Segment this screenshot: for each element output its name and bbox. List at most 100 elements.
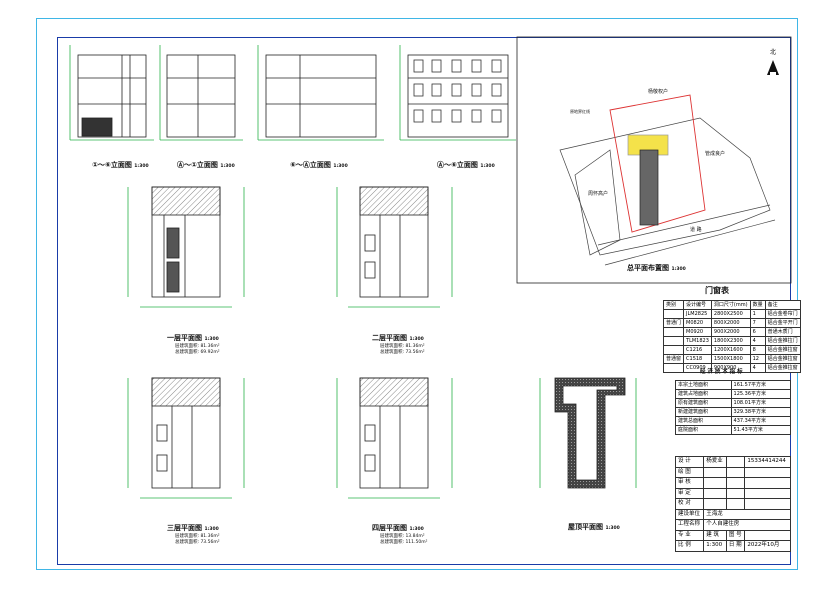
title-block-row: 设 计杨爱业 15334414244 (674, 456, 791, 468)
title-block-cell: 绘 图 (674, 466, 705, 478)
table-header-row: 类别设计编号洞口尺寸(mm)数量备注 (662, 300, 801, 310)
table-cell: 铝合金推拉窗 (764, 354, 801, 364)
table-cell: 建筑占地面积 (675, 389, 732, 399)
neighbor-label: 杨敬权户 (648, 89, 669, 95)
title-block-cell: 审 定 (674, 487, 705, 499)
title-block-row: 审 核 (674, 477, 791, 489)
plan-note: 层建筑面积: 13.84m² (380, 534, 425, 539)
title-block-cell (744, 487, 791, 499)
elevation-caption: Ⓐ～①立面图 1:300 (177, 161, 235, 169)
title-block-cell: 15334414244 (744, 456, 791, 468)
road-label: 道 路 (690, 227, 702, 233)
title-block-cell: 审 核 (674, 477, 705, 489)
table-cell: 7 (749, 318, 766, 328)
title-block-label: 建设单位 (674, 508, 705, 520)
table-cell: 161.57平方米 (730, 380, 792, 390)
table-cell (662, 327, 685, 337)
table-cell: C1216 (683, 345, 712, 355)
plan-caption: 四层平面图 1:300 (372, 524, 424, 532)
title-block-row: 建设单位王海龙 (674, 508, 791, 520)
plan-note: 总建筑面积: 73.56m² (380, 350, 425, 355)
title-block-cell (725, 466, 746, 478)
title-block-label: 工程名称 (674, 519, 705, 531)
title-block-cell: 2022年10月 (744, 540, 791, 552)
site-plan (559, 60, 779, 266)
drawing-sheet (36, 18, 798, 570)
table-cell (662, 345, 685, 355)
table-header-cell: 洞口尺寸(mm) (710, 300, 751, 310)
table-cell: 1800X2300 (710, 336, 751, 346)
table-cell: 普通木质门 (764, 327, 801, 337)
boundary-label: 原地界红线 (570, 109, 590, 114)
plan-note: 总建筑面积: 73.56m² (175, 540, 220, 545)
table-cell: 437.34平方米 (730, 416, 792, 426)
title-block-value: 王海龙 (703, 508, 791, 520)
table-cell: 普通门 (662, 318, 685, 328)
table-cell: 8 (749, 345, 766, 355)
elevation-2 (159, 45, 243, 141)
title-block-cell (744, 466, 791, 478)
title-block-cell (703, 487, 727, 499)
table-cell: 铝合金推拉门 (764, 336, 801, 346)
table-cell: 4 (749, 363, 766, 373)
title-block-cell (744, 498, 791, 510)
title-block-cell: 设 计 (674, 456, 705, 468)
schedule-title: 门窗表 (705, 286, 729, 295)
table-cell: 2800X2500 (710, 309, 751, 319)
title-block-value: 个人自建住房 (703, 519, 791, 531)
table-header-cell: 设计编号 (683, 300, 712, 310)
plan-2 (336, 186, 453, 308)
north-label: 北 (770, 49, 777, 56)
plan-caption: 一层平面图 1:300 (167, 334, 219, 342)
site-plan-frame (516, 36, 792, 284)
table-cell: 4 (749, 336, 766, 346)
elevation-3 (257, 45, 384, 141)
plan-note: 层建筑面积: 81.36m² (175, 534, 220, 539)
table-cell: 铝合金卷帘门 (764, 309, 801, 319)
title-block-cell (703, 498, 727, 510)
elevation-caption: ⑥～Ⓐ立面图 1:300 (290, 161, 348, 169)
title-block-cell: 比 例 (674, 540, 705, 552)
title-block-row: 工程名称个人自建住房 (674, 519, 791, 531)
title-block-cell (725, 487, 746, 499)
title-block-cell: 1:300 (703, 540, 727, 552)
table-cell: CC0909 (683, 363, 712, 373)
title-block-cell (744, 529, 791, 541)
title-block-cell (725, 477, 746, 489)
title-block-row: 绘 图 (674, 466, 791, 478)
table-cell: 1 (749, 309, 766, 319)
table-cell (662, 336, 685, 346)
table-cell: 铝合金平开门 (764, 318, 801, 328)
table-cell: 庭院面积 (675, 425, 732, 435)
elevation-1 (69, 45, 154, 141)
table-cell: 1500X1800 (710, 354, 751, 364)
table-cell (662, 309, 685, 319)
title-block-cell: 图 号 (725, 529, 746, 541)
table-cell: M0920 (683, 327, 712, 337)
title-block-row: 专 业建 筑图 号 (674, 529, 791, 541)
plan-note: 层建筑面积: 81.36m² (175, 344, 220, 349)
title-block-row: 校 对 (674, 498, 791, 510)
table-cell: 329.38平方米 (730, 407, 792, 417)
neighbor-label: 管成良户 (705, 151, 726, 157)
table-cell: 51.43平方米 (730, 425, 792, 435)
plan-caption: 三层平面图 1:300 (167, 524, 219, 532)
elevation-4 (399, 45, 516, 141)
title-block-cell (703, 466, 727, 478)
title-block-cell: 杨爱业 (703, 456, 727, 468)
table-cell: 108.01平方米 (730, 398, 792, 408)
tech-title: 经 济 技 术 指 标 (700, 369, 743, 375)
plan-1 (127, 186, 245, 308)
table-cell: 普通窗 (662, 354, 685, 364)
table-cell: 900X2000 (710, 327, 751, 337)
